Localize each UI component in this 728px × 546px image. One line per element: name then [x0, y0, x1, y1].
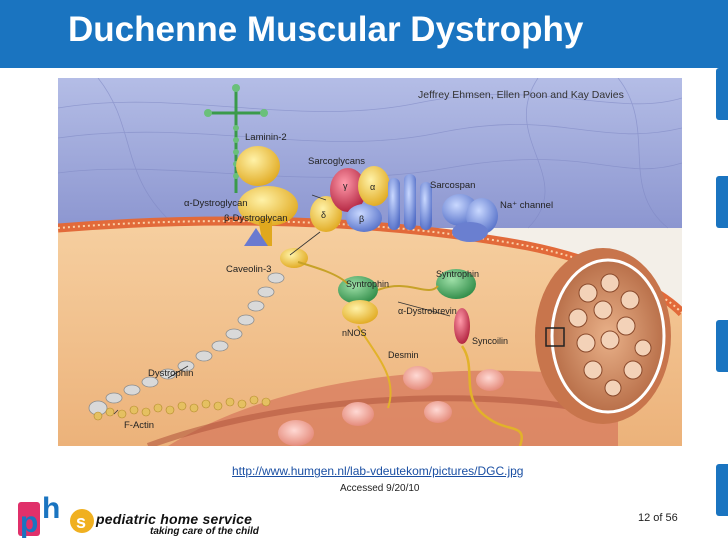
label-alpha-dystroglycan: α-Dystroglycan [184, 198, 248, 209]
label-alpha: α [370, 182, 375, 192]
label-gamma: γ [343, 181, 348, 191]
side-tab [716, 68, 728, 120]
label-syncoilin: Syncoilin [472, 336, 508, 346]
page-number: 12 of 56 [638, 512, 678, 524]
logo-letter-s [70, 509, 94, 533]
label-syntrophin-right: Syntrophin [436, 269, 479, 279]
label-laminin: Laminin-2 [245, 132, 287, 143]
syntrophin-linker [377, 285, 439, 291]
sodium-channel-protein [442, 194, 498, 242]
label-leader-lines [113, 194, 451, 415]
nnos-protein [342, 300, 378, 324]
side-tabs [710, 68, 728, 546]
myofibril-bundles [568, 273, 652, 397]
figure-credit: Jeffrey Ehmsen, Ellen Poon and Kay Davie… [418, 89, 624, 101]
f-actin-filament [93, 395, 271, 421]
beta-dystroglycan-protein [238, 186, 298, 226]
delta-sarcoglycan [310, 196, 342, 232]
logo-tagline: taking care of the child [150, 526, 259, 537]
alpha-dystroglycan-protein [236, 146, 280, 186]
dystroglycan-transmembrane [258, 218, 272, 246]
logo-s-glyph: s [76, 512, 86, 532]
accessed-date: Accessed 9/20/10 [340, 483, 420, 494]
syncoilin-desmin-filament [460, 345, 523, 446]
side-tab [716, 464, 728, 516]
label-caveolin: Caveolin-3 [226, 264, 271, 275]
label-sarcoglycans: Sarcoglycans [308, 156, 365, 167]
label-beta: β [359, 214, 364, 224]
syntrophin-right-protein [436, 269, 476, 299]
logo-letter-p: p [20, 506, 38, 539]
label-beta-dystroglycan: β-Dystroglycan [224, 213, 288, 224]
label-na-channel: Na⁺ channel [500, 200, 553, 211]
label-f-actin: F-Actin [124, 420, 154, 431]
caveolin-3-protein [280, 248, 308, 268]
desmin-filament [357, 325, 392, 409]
beta-sarcoglycan [346, 204, 382, 232]
label-alpha-dystrobrevin: α-Dystrobrevin [398, 306, 457, 316]
extracellular-matrix-fibers [58, 78, 682, 229]
logo-name: pediatric home service [96, 511, 253, 527]
slide-title: Duchenne Muscular Dystrophy [68, 10, 584, 49]
dystrophin-protein [88, 272, 285, 416]
logo-letter-h: h [42, 492, 60, 525]
side-tab [716, 176, 728, 228]
label-dystrophin: Dystrophin [148, 368, 193, 379]
side-tab [716, 320, 728, 372]
alpha-dystrobrevin-protein [454, 308, 470, 344]
dystrophin-linker [297, 261, 349, 285]
phs-logo: p h s [18, 492, 94, 539]
label-nnos: nNOS [342, 328, 367, 338]
label-delta: δ [321, 210, 326, 220]
dystrophin-glycoprotein-complex-figure: Jeffrey Ehmsen, Ellen Poon and Kay Davie… [58, 78, 682, 446]
sarcospan-protein [388, 174, 432, 230]
alpha-sarcoglycan [358, 166, 390, 206]
zoom-box [545, 327, 565, 347]
label-sarcospan: Sarcospan [430, 180, 475, 191]
laminin-2 [204, 84, 268, 193]
logo-p-block [18, 502, 40, 536]
caveolin-membrane-marker [244, 228, 268, 246]
label-syntrophin-left: Syntrophin [346, 279, 389, 289]
gamma-sarcoglycan [330, 168, 366, 212]
title-bar: Duchenne Muscular Dystrophy [0, 0, 728, 68]
source-url-link[interactable]: http://www.humgen.nl/lab-vdeutekom/pictu… [232, 464, 524, 478]
label-desmin: Desmin [388, 350, 419, 360]
